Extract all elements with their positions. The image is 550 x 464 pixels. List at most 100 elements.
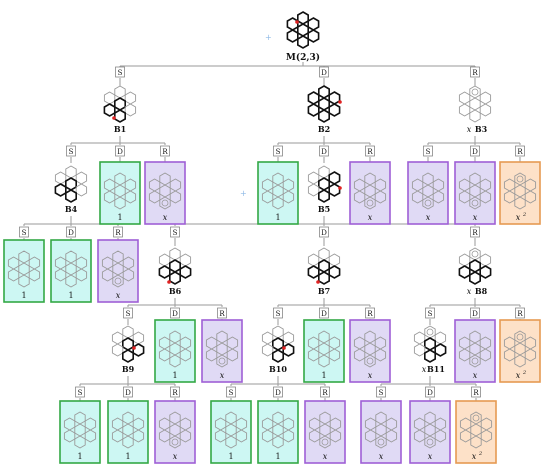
leaf-b3-r-label: x [516,213,521,222]
edge-d-b1: D [117,148,123,156]
tree-connectors [23,62,521,402]
leaf-b9-d-label: 1 [125,452,130,461]
node-b11-prefix: x [422,365,427,374]
leaf-b9-r-label: x [173,452,178,461]
node-b1-label: B1 [114,124,126,134]
edge-r-b8: R [517,310,523,318]
edge-d-b7-box [319,307,329,319]
leaf-b2-r-molecule [353,172,387,210]
edge-s-b10: S [276,310,281,318]
leaf-b10-r-molecule [308,411,342,449]
leaf-b10-r-label: x [323,452,328,461]
edge-d-b11a: D [427,389,433,397]
plus-mark-1: + [265,33,272,42]
leaf-b3-d-molecule [458,172,492,210]
leaf-b11-d-label: x [428,452,433,461]
leaf-b8-d-molecule [458,330,492,368]
edge-s-b4: S [69,148,74,156]
leaf-b8-r-exponent: 2 [522,370,526,376]
leaf-b9-r-molecule [158,411,192,449]
node-b7-molecule [307,247,341,285]
node-b9-molecule [111,325,145,363]
edge-d-b2-box [319,66,329,78]
edge-r-b9a: R [172,389,178,397]
node-b11-label: B11 [427,364,445,374]
edge-d-b5: D [321,148,327,156]
edge-s-b2-box [273,145,283,157]
edge-r-b9a-box [170,386,180,398]
leaf-b8-d-label: x [473,371,478,380]
leaf-b3-r-molecule [503,172,537,210]
edge-r-b4a: R [115,229,121,237]
edge-r-b3-box [470,66,480,78]
edge-s-b9: S [126,310,131,318]
node-b1-molecule [103,85,137,123]
node-b2-molecule [307,85,342,123]
edge-r-b8-box [515,307,525,319]
edge-r-b3-box [515,145,525,157]
edge-s-b9a: S [78,389,83,397]
edge-s-b1: S [118,69,123,77]
leaf-b1-r-molecule [148,172,182,210]
edge-s-b11-box [425,307,435,319]
edge-d-b9a: D [125,389,131,397]
leaf-b6-d [154,319,196,383]
root-molecule [286,11,320,49]
edge-s-b4-box [66,145,76,157]
node-b3-label: B3 [475,124,488,134]
edge-d-b8-box [470,307,480,319]
edge-r-b10a-box [320,386,330,398]
edge-s-b11a-box [376,386,386,398]
leaf-b3-s-label: x [426,213,431,222]
edge-d-b5-box [319,145,329,157]
leaf-b3-s-molecule [411,172,445,210]
node-b3-molecule [458,85,492,123]
edge-r-b3: R [472,69,478,77]
leaf-b3-d-label: x [473,213,478,222]
edge-s-b11: S [428,310,433,318]
edge-r-b3: R [517,148,523,156]
leaf-b1-d-label: 1 [117,213,122,222]
edge-r-b7-box [365,307,375,319]
edge-r-b8-box [470,226,480,238]
node-b10-molecule [261,325,295,363]
edge-r-b4a-box [113,226,123,238]
leaf-b11-s-molecule [364,411,398,449]
edge-d-b10a-box [273,386,283,398]
node-b4-label: B4 [65,204,78,214]
node-b10-label: B10 [269,364,287,374]
leaf-b11-r-exponent: 2 [478,451,482,457]
edge-d-b7-box [319,226,329,238]
root-label: M(2,3) [286,52,320,63]
edge-s-b3: S [426,148,431,156]
leaf-b7-r-label: x [368,371,373,380]
edge-d-b7: D [321,310,327,318]
edge-d-b6-box [170,307,180,319]
node-b11-molecule [413,325,447,363]
edge-d-b2: D [321,69,327,77]
edge-s-b9a-box [75,386,85,398]
edge-d-b3: D [472,148,478,156]
edge-r-b11a: R [473,389,479,397]
leaf-b10-s-label: 1 [228,452,233,461]
leaf-b11-r-label: x [472,452,477,461]
edge-d-b11a-box [425,386,435,398]
edge-d-b10a: D [275,389,281,397]
edge-s-b10a-box [226,386,236,398]
node-b9-label: B9 [122,364,135,374]
edge-r-b10a: R [322,389,328,397]
leaf-b7-r-molecule [353,330,387,368]
node-b5-molecule [307,165,342,203]
edge-s-b1-box [115,66,125,78]
edge-s-b6: S [173,229,178,237]
node-b6-label: B6 [169,286,182,296]
leaf-b4-d-label: 1 [68,291,73,300]
node-b8-label: B8 [475,286,488,296]
leaf-b8-r-label: x [516,371,521,380]
leaf-b4-s-label: 1 [21,291,26,300]
edge-d-b7: D [321,229,327,237]
edge-r-b11a-box [471,386,481,398]
edge-s-b3-box [423,145,433,157]
edge-r-b8: R [472,229,478,237]
